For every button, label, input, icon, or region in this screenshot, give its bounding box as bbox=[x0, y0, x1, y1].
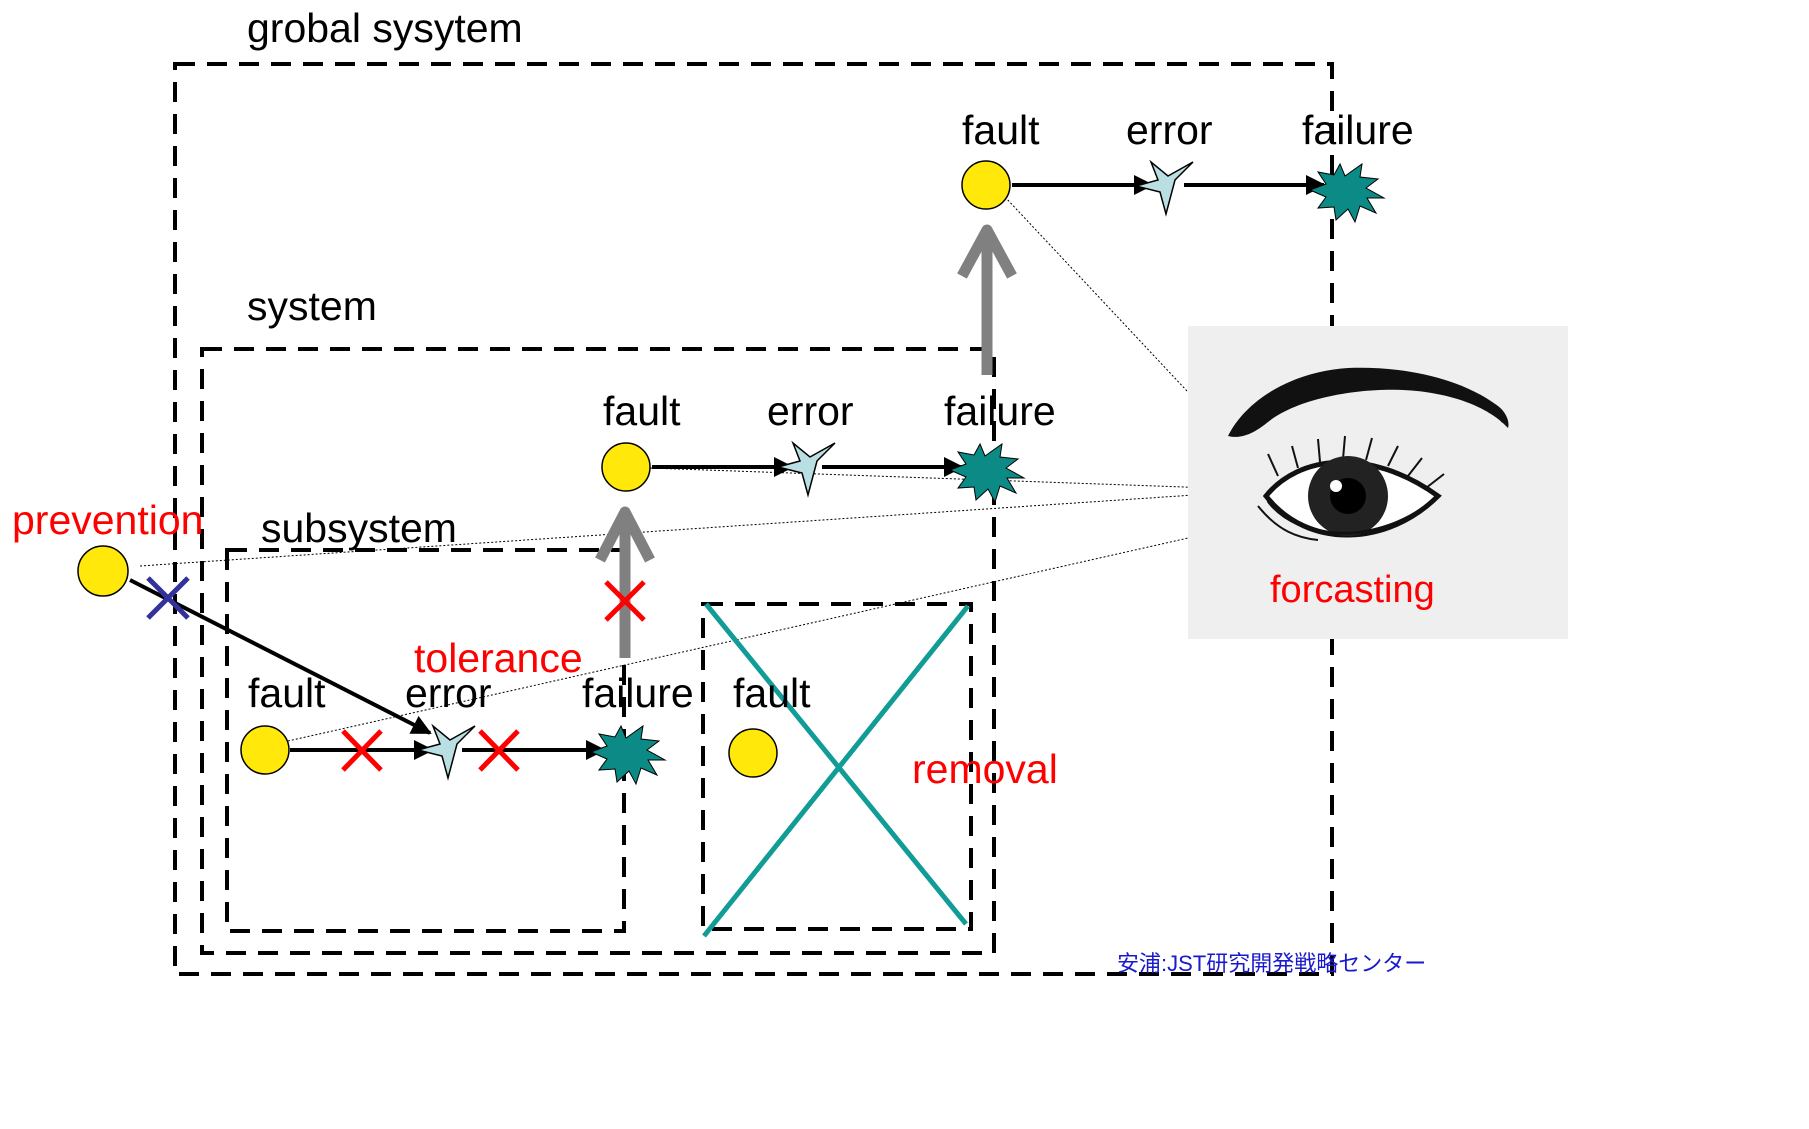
global-failure-burst bbox=[1308, 162, 1386, 224]
forecasting-eye-panel bbox=[1188, 326, 1568, 639]
system-error-label: error bbox=[767, 388, 854, 434]
forecasting-label: forcasting bbox=[1270, 569, 1435, 611]
system-to-global-up-arrow bbox=[957, 224, 1017, 375]
subsystem-label: subsystem bbox=[261, 505, 457, 551]
removal-label: removal bbox=[912, 746, 1058, 792]
global-error-star bbox=[1133, 159, 1194, 217]
global-system-label: grobal sysytem bbox=[247, 5, 523, 51]
subsystem-failure-burst bbox=[589, 724, 667, 786]
system-fault-label: fault bbox=[603, 388, 681, 434]
system-fault-circle bbox=[601, 442, 651, 492]
removal-boundary bbox=[701, 602, 973, 931]
block-x-fault-error bbox=[341, 729, 383, 772]
subsystem-fault-label: fault bbox=[248, 670, 326, 716]
prevention-label: prevention bbox=[12, 497, 204, 543]
system-failure-label: failure bbox=[944, 388, 1056, 434]
global-fault-circle bbox=[961, 160, 1011, 210]
credit-text: 安浦:JST研究開発戦略センター bbox=[1117, 951, 1427, 976]
system-failure-burst bbox=[948, 442, 1026, 504]
block-x-escalation bbox=[604, 580, 646, 622]
subsystem-failure-label: failure bbox=[582, 670, 694, 716]
sight-line bbox=[287, 519, 1269, 742]
subsystem-error-star bbox=[415, 723, 476, 781]
removal-cross bbox=[702, 602, 970, 938]
system-label: system bbox=[247, 283, 377, 329]
block-x-error-failure bbox=[478, 729, 520, 772]
eye-icon bbox=[1228, 367, 1509, 541]
subsystem-to-system-up-arrow bbox=[595, 506, 655, 658]
tolerance-label: tolerance bbox=[414, 635, 583, 681]
global-failure-label: failure bbox=[1302, 107, 1414, 153]
prevention-fault-circle bbox=[77, 545, 129, 597]
subsystem-error-label: error bbox=[405, 670, 492, 716]
subsystem-fault-circle bbox=[240, 725, 290, 775]
dependability-diagram bbox=[77, 62, 1386, 976]
sight-line bbox=[139, 489, 1269, 567]
removed-fault-circle bbox=[728, 728, 778, 778]
tolerance-block-marks bbox=[341, 580, 646, 772]
prevention-fault-error-arrow bbox=[129, 578, 432, 735]
global-error-label: error bbox=[1126, 107, 1213, 153]
removed-fault-label: fault bbox=[733, 670, 811, 716]
sight-line bbox=[649, 467, 1269, 491]
prevention-block-x bbox=[146, 576, 190, 620]
system-boundary bbox=[200, 347, 996, 955]
global-fault-label: fault bbox=[962, 107, 1040, 153]
system-error-star bbox=[775, 440, 836, 498]
